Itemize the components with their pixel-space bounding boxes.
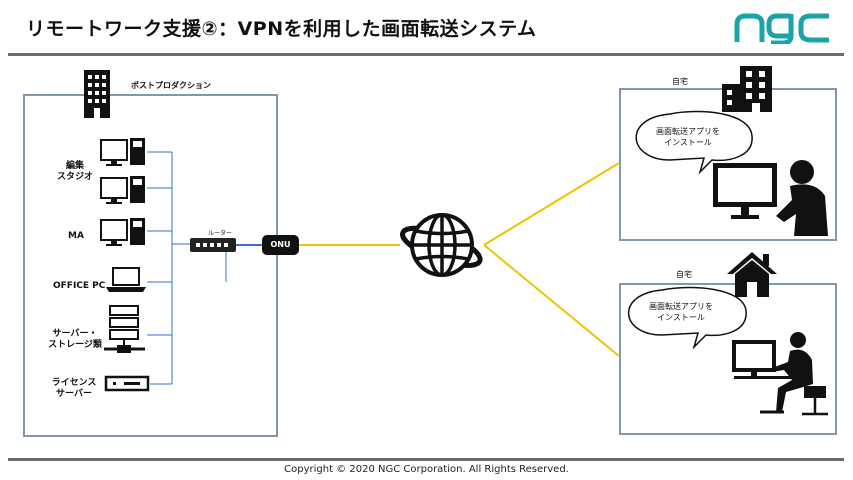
license-server-icon [104, 375, 150, 392]
office-label: ポストプロダクション [131, 81, 211, 90]
person-at-computer-icon [732, 332, 828, 416]
onu-box: ONU [262, 235, 299, 255]
desktop-pc-icon [100, 218, 145, 246]
bubble-text-1: 画面転送アプリを インストール [656, 127, 720, 147]
home-label-2: 自宅 [676, 270, 692, 279]
internet-to-home1-line [483, 162, 620, 246]
device-label-license-server: ライセンス サーバー [51, 378, 97, 399]
copyright-text: Copyright © 2020 NGC Corporation. All Ri… [284, 464, 569, 475]
ngc-logo [734, 13, 829, 44]
person-at-computer-icon [713, 160, 828, 236]
server-icon [104, 305, 145, 353]
device-label-servers: サーバー・ ストレージ類 [48, 329, 102, 350]
internet-globe-icon [400, 213, 483, 277]
device-label-edit-studio-1: 編集 スタジオ [56, 161, 93, 182]
header-divider [8, 53, 844, 56]
speech-bubble-2 [627, 286, 747, 350]
internet-to-home2-line [483, 244, 620, 357]
footer-divider [8, 458, 844, 461]
desktop-pc-icon [100, 138, 145, 166]
office-building-icon [84, 70, 110, 118]
speech-bubble-1 [635, 110, 753, 175]
router-label: ルーター [208, 230, 233, 237]
page-title: リモートワーク支援②：VPNを利用した画面転送システム [26, 18, 537, 40]
device-label-ma: MA [68, 231, 84, 241]
office-panel [23, 94, 278, 437]
desktop-pc-icon [100, 176, 145, 204]
device-label-office-pc: OFFICE PC [53, 281, 106, 291]
apartment-building-icon [722, 66, 772, 112]
house-icon [727, 252, 777, 297]
laptop-icon [106, 267, 146, 292]
router-icon [190, 238, 236, 252]
home-label-1: 自宅 [672, 77, 688, 86]
bubble-text-2: 画面転送アプリを インストール [649, 302, 713, 322]
